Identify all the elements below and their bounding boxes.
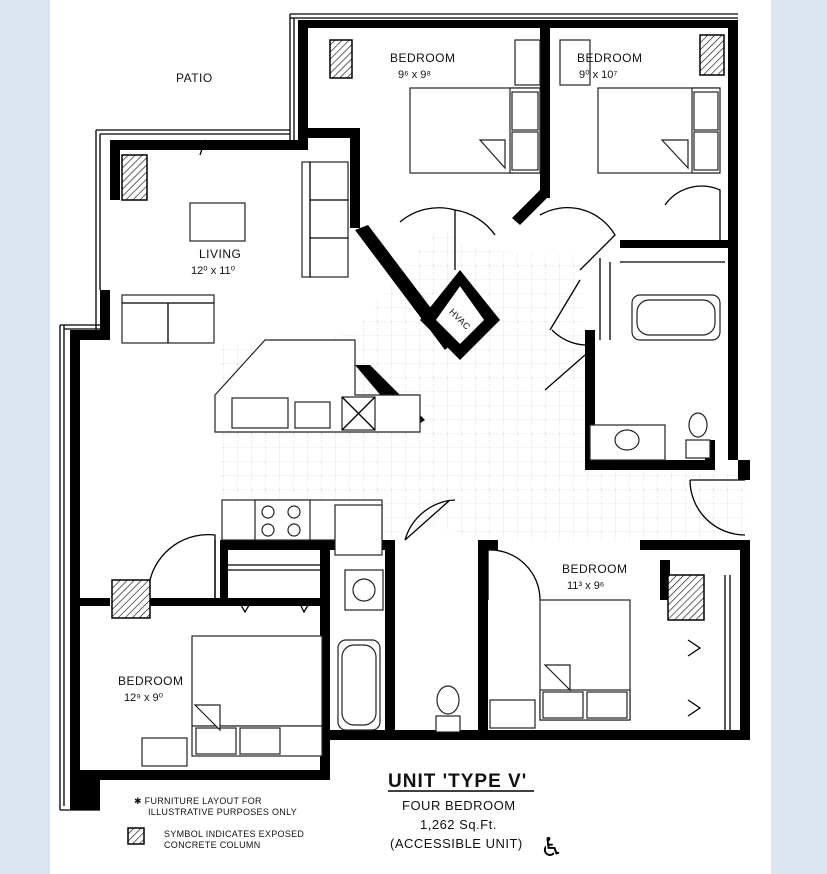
room-dims: 11³ x 9⁶ bbox=[567, 580, 604, 592]
patio-label: PATIO bbox=[176, 71, 213, 85]
title-block: UNIT 'TYPE V' FOUR BEDROOM 1,262 Sq.Ft. … bbox=[388, 771, 563, 863]
room-dims: 9⁰ x 10⁷ bbox=[579, 69, 617, 81]
legend: ✱ FURNITURE LAYOUT FOR ILLUSTRATIVE PURP… bbox=[134, 796, 304, 850]
room-name: BEDROOM bbox=[577, 51, 643, 65]
room-name: BEDROOM bbox=[118, 674, 184, 688]
doors bbox=[149, 139, 746, 601]
tiled-floor bbox=[220, 225, 748, 545]
column-top-left bbox=[329, 39, 353, 79]
unit-area: 1,262 Sq.Ft. bbox=[420, 817, 497, 832]
walls bbox=[70, 20, 750, 810]
windows bbox=[59, 13, 738, 811]
accessible-icon: ♿ bbox=[540, 833, 563, 863]
column-living bbox=[121, 154, 148, 201]
room-name: BEDROOM bbox=[562, 562, 628, 576]
room-name: BEDROOM bbox=[390, 51, 456, 65]
room-dims: 12⁹ x 9⁰ bbox=[124, 692, 164, 704]
legend-furniture-line2: ILLUSTRATIVE PURPOSES ONLY bbox=[148, 807, 297, 817]
room-dims: 12⁰ x 11⁰ bbox=[191, 265, 236, 277]
room-dims: 9⁶ x 9⁸ bbox=[398, 69, 431, 81]
column-bottom-left bbox=[111, 579, 151, 619]
legend-column-symbol bbox=[127, 827, 145, 845]
legend-column-line1: SYMBOL INDICATES EXPOSED bbox=[164, 829, 304, 839]
legend-furniture-line1: ✱ FURNITURE LAYOUT FOR bbox=[134, 796, 262, 806]
right-margin bbox=[771, 0, 827, 874]
column-top-right bbox=[699, 34, 725, 76]
unit-note: (ACCESSIBLE UNIT) bbox=[390, 836, 523, 851]
unit-title: UNIT 'TYPE V' bbox=[388, 771, 527, 792]
left-margin bbox=[0, 0, 50, 874]
room-labels: PATIO BEDROOM 9⁶ x 9⁸ BEDROOM 9⁰ x 10⁷ L… bbox=[118, 51, 643, 704]
unit-type: FOUR BEDROOM bbox=[402, 798, 516, 813]
furniture bbox=[121, 39, 731, 767]
column-bottom-right bbox=[667, 574, 705, 621]
legend-column-line2: CONCRETE COLUMN bbox=[164, 840, 261, 850]
room-name: LIVING bbox=[199, 247, 241, 261]
concrete-columns bbox=[111, 34, 725, 845]
